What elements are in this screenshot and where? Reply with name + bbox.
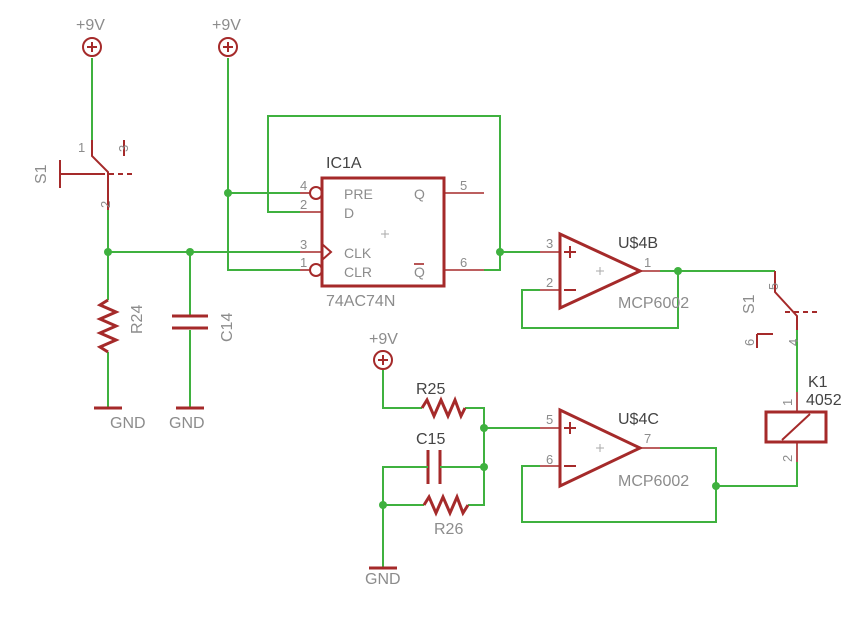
ic1a-pin-clk: CLK xyxy=(344,245,372,261)
wire-d-feedback xyxy=(267,115,501,271)
gnd2-label: GND xyxy=(169,415,205,432)
wire-u4b-feedback xyxy=(521,271,679,329)
wire-c15-gnd xyxy=(382,466,418,568)
u4b-part: MCP6002 xyxy=(618,295,689,312)
wire-vcc2-clr xyxy=(227,58,300,271)
junction-r26 xyxy=(379,501,387,509)
wires xyxy=(91,58,798,568)
ic1a-flipflop: PRE D CLK CLR Q Q 4 2 3 1 5 6 IC1A 74AC7… xyxy=(300,155,484,310)
gnd3-symbol: GND xyxy=(365,566,401,588)
r25-resistor: R25 xyxy=(416,381,467,420)
c15-capacitor: C15 xyxy=(416,431,450,484)
u4c-opamp: 5 6 7 U$4C MCP6002 xyxy=(540,407,689,490)
switch-right-pin6: 6 xyxy=(742,339,757,346)
ic1a-pin-qbar: Q xyxy=(414,264,425,280)
gnd3-label: GND xyxy=(365,571,401,588)
relay-pin1: 1 xyxy=(780,399,795,406)
wire-relay-u4c xyxy=(716,462,798,487)
ic1a-num-q: 5 xyxy=(460,178,467,193)
junction-u4b-out xyxy=(674,267,682,275)
junction-c14 xyxy=(186,248,194,256)
ic1a-num-pre: 4 xyxy=(300,178,307,193)
relay-part: 4052 xyxy=(806,392,842,409)
vcc3-symbol: +9V xyxy=(369,331,398,370)
c15-label: C15 xyxy=(416,431,445,448)
ic1a-pin-q: Q xyxy=(414,186,425,202)
junctions xyxy=(104,189,720,509)
u4b-opamp: 3 2 1 U$4B MCP6002 xyxy=(540,231,689,312)
ic1a-pin-clr: CLR xyxy=(344,264,372,280)
ic1a-pin-pre: PRE xyxy=(344,186,373,202)
vcc1-symbol: +9V xyxy=(76,17,105,57)
switch-right: 5 6 4 S1 xyxy=(741,271,820,348)
switch-left-pin2: 2 xyxy=(98,201,113,208)
ic1a-num-clr: 1 xyxy=(300,255,307,270)
u4c-pin-minus: 6 xyxy=(546,452,553,467)
vcc2-label: +9V xyxy=(212,17,241,34)
u4b-label: U$4B xyxy=(618,235,658,252)
switch-right-label: S1 xyxy=(741,294,758,314)
ic1a-part: 74AC74N xyxy=(326,293,395,310)
u4c-pin-plus: 5 xyxy=(546,412,553,427)
u4c-part: MCP6002 xyxy=(618,473,689,490)
relay-pin2: 2 xyxy=(780,455,795,462)
junction-pre xyxy=(224,189,232,197)
r25-label: R25 xyxy=(416,381,445,398)
gnd1-label: GND xyxy=(110,415,146,432)
c14-capacitor: C14 xyxy=(172,313,236,342)
u4b-pin-minus: 2 xyxy=(546,275,553,290)
switch-left-pin3: 3 xyxy=(116,145,131,152)
r26-resistor: R26 xyxy=(422,493,470,538)
ic1a-num-d: 2 xyxy=(300,197,307,212)
junction-u4c-out xyxy=(712,482,720,490)
switch-right-pin4: 4 xyxy=(786,339,801,346)
vcc1-label: +9V xyxy=(76,17,105,34)
switch-left-pin1: 1 xyxy=(78,140,85,155)
junction-qbar xyxy=(496,248,504,256)
r26-label: R26 xyxy=(434,521,463,538)
r24-resistor: R24 xyxy=(96,298,146,354)
relay-label: K1 xyxy=(808,374,828,391)
vcc3-label: +9V xyxy=(369,331,398,348)
u4c-label: U$4C xyxy=(618,411,659,428)
gnd1-symbol: GND xyxy=(94,406,146,432)
wire-u4c-feedback xyxy=(521,447,717,523)
clr-bubble xyxy=(309,263,323,277)
junction-node xyxy=(104,248,112,256)
switch-right-pin5: 5 xyxy=(766,283,781,290)
ic1a-pin-d: D xyxy=(344,205,354,221)
wire-r25-node xyxy=(465,407,485,506)
vcc2-symbol: +9V xyxy=(212,17,241,57)
ic1a-num-clk: 3 xyxy=(300,237,307,252)
c14-label: C14 xyxy=(219,313,236,342)
junction-u4c-in xyxy=(480,424,488,432)
relay-k1: 1 2 K1 4052 xyxy=(764,374,842,462)
gnd2-symbol: GND xyxy=(169,406,205,432)
wire-vcc3-r25 xyxy=(382,370,422,409)
u4b-pin-out: 1 xyxy=(644,255,651,270)
u4c-pin-out: 7 xyxy=(644,431,651,446)
switch-left-label: S1 xyxy=(33,164,50,184)
ic1a-num-qbar: 6 xyxy=(460,255,467,270)
switch-left: 1 2 3 S1 xyxy=(33,140,132,210)
u4b-pin-plus: 3 xyxy=(546,236,553,251)
pre-bubble xyxy=(309,186,323,200)
r24-label: R24 xyxy=(129,305,146,334)
junction-c15 xyxy=(480,463,488,471)
ic1a-label: IC1A xyxy=(326,155,362,172)
